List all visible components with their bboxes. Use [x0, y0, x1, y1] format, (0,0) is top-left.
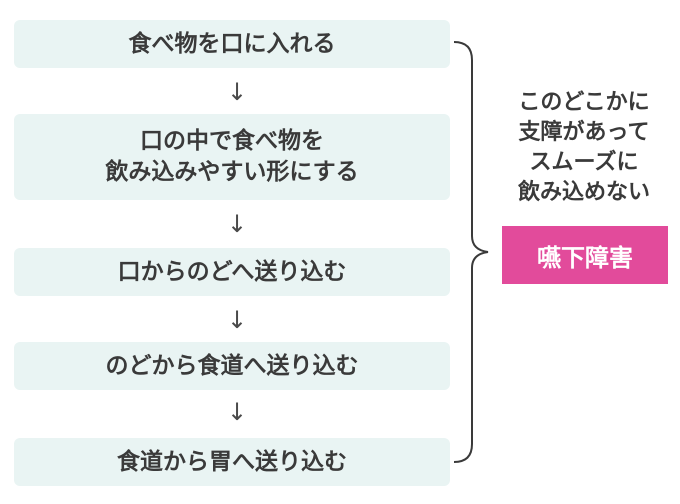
step-3-text: 口からのどへ送り込む: [117, 258, 347, 285]
down-arrow-4: ↓: [226, 398, 248, 426]
dysphagia-badge-label: 嚥下障害: [537, 243, 633, 272]
step-4-text: のどから食道へ送り込む: [105, 352, 359, 379]
down-arrow-3: ↓: [226, 306, 248, 334]
step-1-text: 食べ物を口に入れる: [128, 30, 336, 57]
step-box-5: 食道から胃へ送り込む: [14, 438, 450, 486]
step-box-3: 口からのどへ送り込む: [14, 248, 450, 296]
step-2-text-line-2: 飲み込みやすい形にする: [105, 159, 359, 185]
curly-brace: [453, 41, 489, 463]
down-arrow-2: ↓: [226, 210, 248, 238]
dysphagia-badge: 嚥下障害: [502, 226, 668, 284]
description-text: このどこかに 支障があって スムーズに 飲み込めない: [517, 90, 650, 205]
step-box-4: のどから食道へ送り込む: [14, 342, 450, 390]
step-5-text: 食道から胃へ送り込む: [117, 448, 347, 475]
curly-brace-path: [453, 41, 489, 463]
down-arrow-1: ↓: [226, 78, 248, 106]
step-box-2: 口の中で食べ物を 飲み込みやすい形にする: [14, 114, 450, 200]
step-box-1: 食べ物を口に入れる: [14, 20, 450, 68]
step-2-text-line-1: 口の中で食べ物を: [139, 128, 324, 154]
